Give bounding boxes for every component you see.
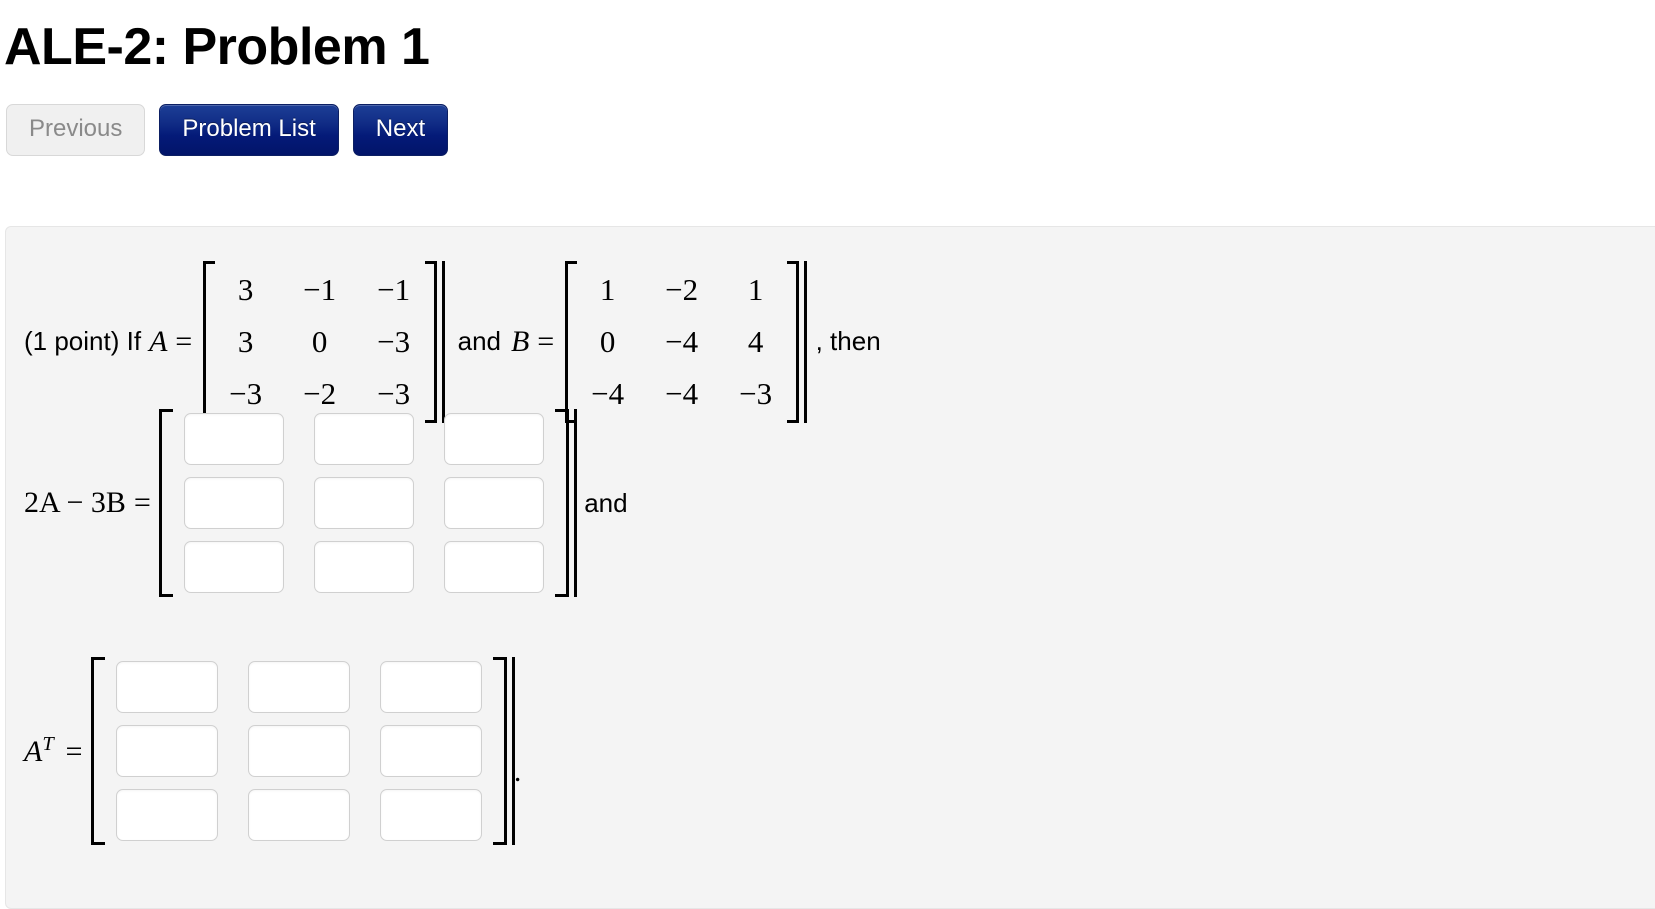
matrix-cell: −3 (739, 375, 773, 411)
answer-input-r3c3[interactable] (444, 541, 545, 593)
matrix-cell: −4 (665, 323, 699, 359)
left-bracket-icon (158, 409, 174, 597)
answer-input-r1c1[interactable] (184, 413, 285, 465)
right-bracket-icon (492, 657, 515, 845)
matrix-b-grid: 1 −2 1 0 −4 4 −4 −4 −3 (578, 261, 786, 423)
matrix-cell: −2 (665, 272, 699, 307)
answer-input-r1c3[interactable] (379, 661, 482, 713)
left-bracket-icon (564, 261, 578, 423)
matrix-cell: −3 (229, 375, 263, 411)
right-bracket-icon (424, 261, 445, 423)
final-period: . (513, 755, 522, 788)
points-label: (1 point) If (24, 326, 142, 357)
problem-nav-bar: Previous Problem List Next (6, 103, 1655, 156)
expression-2a-3b-label: 2A − 3B= (24, 486, 153, 519)
matrix-cell: 4 (747, 323, 764, 359)
matrix-cell: 0 (311, 323, 328, 359)
matrix-b-label: B (511, 324, 530, 358)
equals-sign-b: = (535, 324, 556, 358)
answer-row-a-transpose: AT= . (24, 657, 521, 845)
given-matrices-row: (1 point) If A = 3 −1 −1 3 0 −3 −3 −2 −3… (24, 261, 881, 423)
answer-input-r3c2[interactable] (247, 789, 350, 841)
page-title: ALE-2: Problem 1 (4, 18, 430, 76)
answer-input-r3c1[interactable] (184, 541, 285, 593)
matrix-cell: −2 (303, 375, 337, 411)
previous-button[interactable]: Previous (6, 103, 146, 156)
answer-input-r2c1[interactable] (115, 725, 218, 777)
right-bracket-icon (554, 409, 578, 597)
answer-input-r2c2[interactable] (247, 725, 350, 777)
matrix-cell: −3 (377, 323, 411, 359)
answer-inputs-grid-a-transpose (106, 657, 492, 845)
answer-matrix-a-transpose (90, 657, 515, 845)
answer-input-r2c3[interactable] (379, 725, 482, 777)
matrix-a-label: A (149, 324, 168, 358)
problem-panel: (1 point) If A = 3 −1 −1 3 0 −3 −3 −2 −3… (5, 226, 1655, 909)
answer-input-r3c1[interactable] (115, 789, 218, 841)
matrix-cell: 0 (599, 323, 616, 359)
answer-inputs-grid-2a-3b (174, 409, 554, 597)
matrix-cell: 1 (747, 272, 764, 307)
equals-sign-a: = (173, 324, 194, 358)
matrix-a: 3 −1 −1 3 0 −3 −3 −2 −3 (202, 261, 445, 423)
matrix-a-grid: 3 −1 −1 3 0 −3 −3 −2 −3 (216, 261, 424, 423)
and-label-1: and (457, 326, 502, 357)
answer-input-r2c1[interactable] (184, 477, 285, 529)
matrix-cell: −4 (591, 375, 625, 411)
answer-row-2a-3b: 2A − 3B= and (24, 409, 628, 597)
matrix-cell: −1 (377, 272, 411, 307)
answer-matrix-2a-3b (158, 409, 578, 597)
left-bracket-icon (90, 657, 106, 845)
next-button[interactable]: Next (352, 103, 449, 156)
right-bracket-icon (786, 261, 807, 423)
answer-input-r3c3[interactable] (379, 789, 482, 841)
answer-input-r1c2[interactable] (314, 413, 415, 465)
then-label: , then (815, 326, 881, 357)
answer-input-r1c1[interactable] (115, 661, 218, 713)
matrix-cell: 3 (237, 272, 254, 307)
matrix-cell: 1 (599, 272, 616, 307)
answer-input-r1c2[interactable] (247, 661, 350, 713)
answer-input-r3c2[interactable] (314, 541, 415, 593)
problem-list-button[interactable]: Problem List (159, 103, 339, 156)
expression-a-transpose-label: AT= (24, 733, 84, 768)
matrix-cell: −3 (377, 375, 411, 411)
answer-input-r1c3[interactable] (444, 413, 545, 465)
matrix-b: 1 −2 1 0 −4 4 −4 −4 −3 (564, 261, 807, 423)
answer-input-r2c3[interactable] (444, 477, 545, 529)
left-bracket-icon (202, 261, 216, 423)
matrix-cell: 3 (237, 323, 254, 359)
and-label-2: and (584, 487, 628, 518)
matrix-cell: −1 (303, 272, 337, 307)
answer-input-r2c2[interactable] (314, 477, 415, 529)
matrix-cell: −4 (665, 375, 699, 411)
